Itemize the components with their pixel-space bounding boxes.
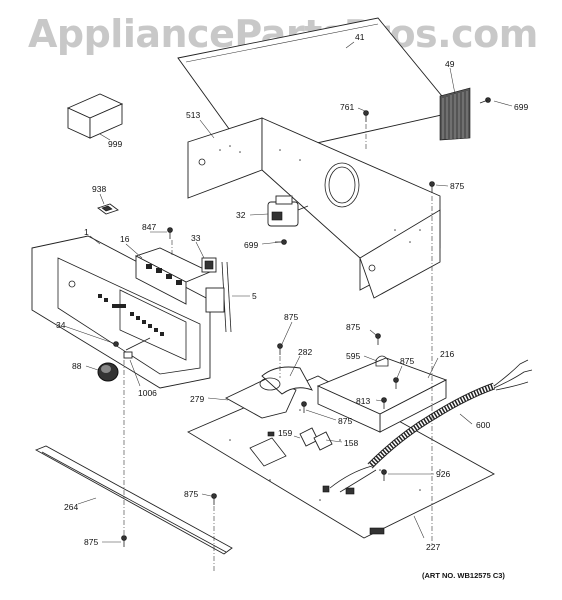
callout-49: 49 <box>445 59 455 69</box>
callout-5: 5 <box>252 291 257 301</box>
bracket-5 <box>205 261 232 333</box>
callout-600: 600 <box>476 420 490 430</box>
control-board <box>134 247 212 305</box>
callout-16: 16 <box>120 234 130 244</box>
callout-875-rail: 875 <box>184 489 198 499</box>
callout-264: 264 <box>64 502 78 512</box>
callout-labels: 41 49 699 761 513 999 875 938 32 847 1 1… <box>56 32 528 552</box>
callout-875-upper: 875 <box>346 322 360 332</box>
terminal-brackets <box>299 427 333 451</box>
callout-158: 158 <box>344 438 358 448</box>
callout-88: 88 <box>72 361 82 371</box>
cover-216 <box>316 357 448 433</box>
callout-33: 33 <box>191 233 201 243</box>
shaft-1006 <box>123 337 151 359</box>
vent-grille <box>439 87 471 141</box>
leader-lines <box>63 41 513 543</box>
spring-clip <box>113 341 119 347</box>
callout-699-mid: 699 <box>244 240 258 250</box>
art-number: (ART NO. WB12575 C3) <box>422 571 505 580</box>
air-duct <box>225 366 313 419</box>
parts-box <box>66 93 124 139</box>
callout-34: 34 <box>56 320 66 330</box>
callout-1006: 1006 <box>138 388 157 398</box>
callout-41: 41 <box>355 32 365 42</box>
callout-875-duct: 875 <box>338 416 352 426</box>
callout-847: 847 <box>142 222 156 232</box>
callout-875-right: 875 <box>450 181 464 191</box>
callout-282: 282 <box>298 347 312 357</box>
motor-part <box>267 195 309 227</box>
conduit <box>367 359 533 469</box>
callout-227: 227 <box>426 542 440 552</box>
screws <box>121 97 491 547</box>
callout-1: 1 <box>84 227 89 237</box>
callout-875-bottom: 875 <box>84 537 98 547</box>
wire-harness <box>329 465 377 493</box>
callout-813: 813 <box>356 396 370 406</box>
switch-33 <box>201 257 217 273</box>
callout-595: 595 <box>346 351 360 361</box>
callout-216: 216 <box>440 349 454 359</box>
back-frame <box>187 117 441 299</box>
trim-rail <box>34 445 233 555</box>
clamp-595 <box>375 355 389 367</box>
callout-999: 999 <box>108 139 122 149</box>
callout-159: 159 <box>278 428 292 438</box>
control-panel <box>31 235 211 389</box>
callout-875-center: 875 <box>284 312 298 322</box>
callout-926: 926 <box>436 469 450 479</box>
callout-32: 32 <box>236 210 246 220</box>
callout-699-top: 699 <box>514 102 528 112</box>
callout-875-clamp: 875 <box>400 356 414 366</box>
callout-761: 761 <box>340 102 354 112</box>
bracket-938 <box>97 203 119 215</box>
callout-938: 938 <box>92 184 106 194</box>
callout-279: 279 <box>190 394 204 404</box>
alignment-lines <box>123 124 433 572</box>
callout-513: 513 <box>186 110 200 120</box>
knob <box>97 362 119 382</box>
